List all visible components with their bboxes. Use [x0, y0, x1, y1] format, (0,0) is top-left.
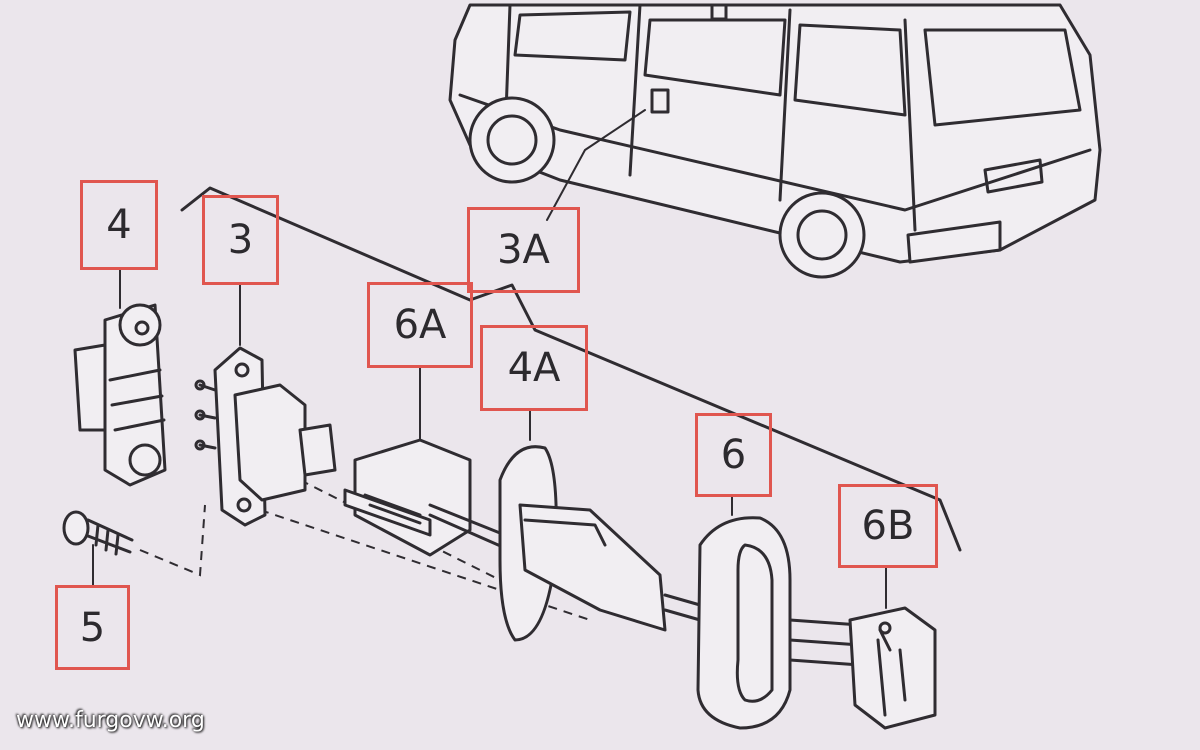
watermark: www.furgovw.org: [16, 708, 205, 733]
callout-4: 4: [80, 180, 158, 270]
part-3-bracket: [194, 346, 337, 527]
part-4-switch: [73, 303, 167, 487]
leader-lines: [92, 109, 887, 609]
callout-4a: 4A: [480, 325, 588, 411]
callout-6b: 6B: [838, 484, 938, 568]
part-6b-plug: [848, 606, 937, 730]
van-drawing: [448, 3, 1102, 279]
part-6-grommet: [696, 516, 862, 730]
callout-5: 5: [55, 585, 130, 670]
part-4a-plate: [498, 445, 702, 642]
part-5-screw: [62, 510, 134, 556]
callout-3a: 3A: [467, 207, 580, 293]
part-6a-connector: [343, 438, 507, 557]
callout-3: 3: [202, 195, 279, 285]
outline-line: [180, 186, 962, 552]
callout-6a: 6A: [367, 282, 473, 368]
callout-6: 6: [695, 413, 772, 497]
